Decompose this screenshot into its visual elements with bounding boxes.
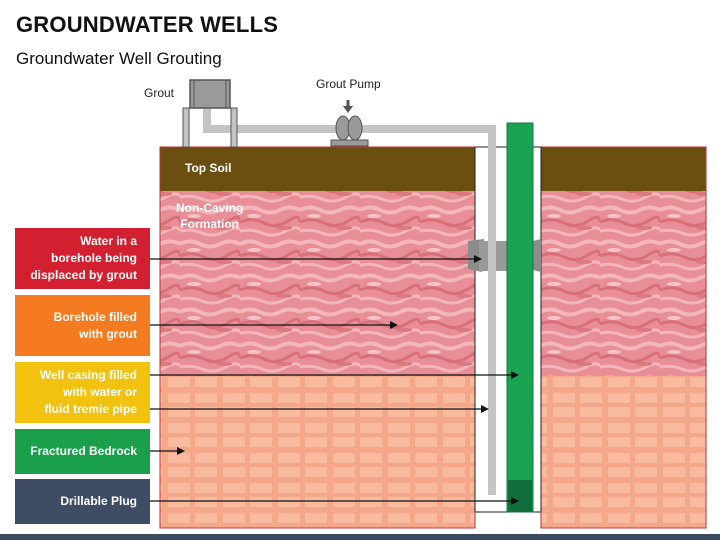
grout-hopper [182, 79, 238, 148]
top-soil-layer [160, 147, 475, 191]
legend-line: borehole being [50, 251, 137, 265]
grout-pump [330, 100, 369, 147]
left-ground-block [159, 146, 476, 529]
legend-line: Well casing filled [39, 368, 137, 382]
grout-pump-label: Grout Pump [316, 77, 381, 91]
legend-line: displaced by grout [30, 268, 137, 282]
legend-line: fluid tremie pipe [44, 402, 137, 416]
legend-borehole-grout: Borehole filled with grout [15, 295, 150, 356]
legend-line: Borehole filled [53, 309, 137, 324]
drillable-plug [508, 480, 532, 512]
formation-label-line1: Non-Caving [176, 201, 244, 215]
legend-line: Water in a [80, 234, 137, 248]
footer-bar [0, 534, 720, 540]
legend-line: with water or [62, 385, 137, 399]
grout-label: Grout [144, 86, 175, 100]
legend-line: Drillable Plug [60, 494, 137, 508]
top-soil-label: Top Soil [185, 161, 232, 175]
legend-line: Fractured Bedrock [30, 444, 137, 458]
legend-arrows [150, 255, 519, 505]
formation-label: Non-Caving Formation [176, 200, 243, 232]
page-title: GROUNDWATER WELLS [16, 12, 279, 37]
legend-line: with grout [79, 326, 137, 341]
legend-fractured-bedrock: Fractured Bedrock [15, 429, 150, 474]
legend-water-displaced: Water in a borehole being displaced by g… [15, 228, 150, 289]
formation-label-line2: Formation [180, 217, 239, 231]
well-casing [506, 122, 534, 513]
legend-well-casing: Well casing filled with water or fluid t… [15, 362, 150, 423]
right-ground-block [540, 146, 707, 529]
legend-drillable-plug: Drillable Plug [15, 479, 150, 524]
page-subtitle: Groundwater Well Grouting [16, 49, 222, 68]
